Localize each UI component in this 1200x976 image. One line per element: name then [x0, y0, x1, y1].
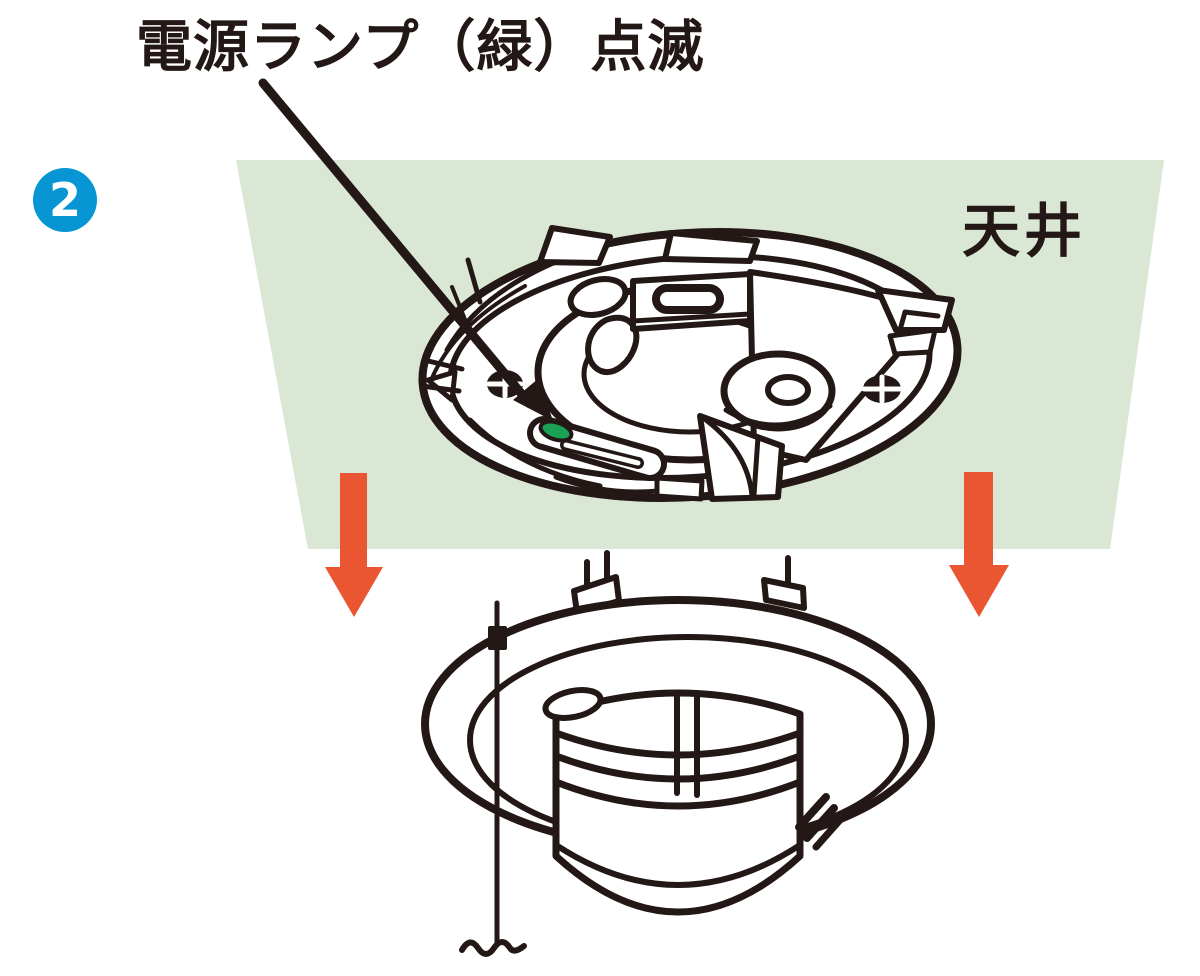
mounting-clip-right — [761, 555, 807, 611]
ceiling-label: 天井 — [962, 197, 1087, 265]
pull-string — [459, 600, 527, 957]
detector-body-drawing — [421, 550, 935, 957]
power-lamp-green — [538, 419, 574, 443]
down-arrow-right-icon — [949, 472, 1009, 617]
callout-leader-line — [258, 78, 553, 421]
screw-right — [861, 374, 903, 404]
step-number: 2 — [48, 173, 81, 227]
step-2-badge: 2 — [33, 168, 97, 232]
down-arrow-left-icon — [325, 473, 383, 617]
mounting-base-drawing — [418, 225, 962, 502]
hatch-marks — [795, 793, 844, 851]
power-lamp-callout-label: 電源ランプ（緑）点滅 — [136, 15, 705, 80]
